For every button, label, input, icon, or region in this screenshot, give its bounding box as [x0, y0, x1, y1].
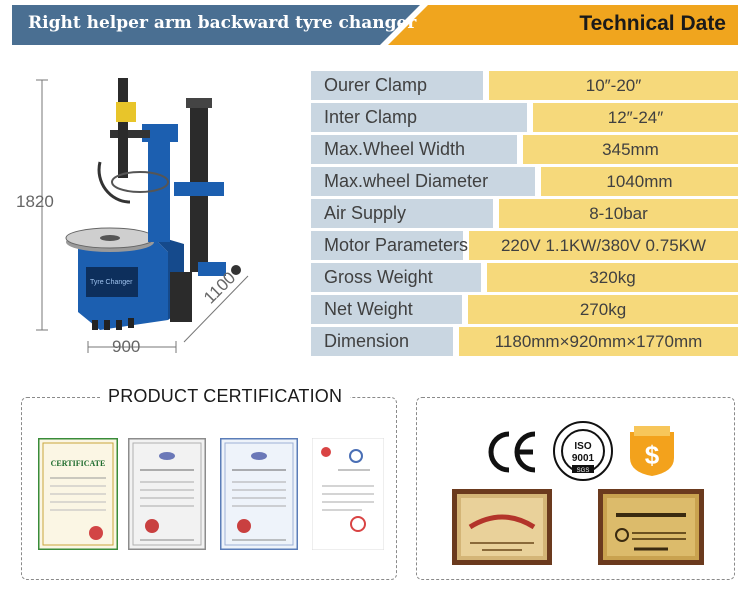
dollar-shield-logo: $	[626, 424, 678, 478]
innovation-enterprise-award-plaque	[452, 489, 552, 565]
svg-text:$: $	[645, 440, 660, 470]
ce-certificate-document: CERTIFICATE	[36, 436, 120, 552]
spec-row-motor-parameters: Motor Parameters 220V 1.1KW/380V 0.75KW	[311, 231, 738, 260]
tyre-changer-drawing: Tyre Changer	[36, 78, 249, 353]
header-section-title: Technical Date	[579, 12, 726, 35]
height-dimension-label: 1820	[16, 192, 54, 211]
spec-value: 8-10bar	[499, 199, 738, 228]
spec-value: 1040mm	[541, 167, 738, 196]
trade-association-member-plaque	[598, 489, 704, 565]
svg-text:9001: 9001	[572, 453, 595, 464]
ce-certificate-heading: CERTIFICATE	[51, 459, 106, 468]
svg-text:ISO: ISO	[574, 441, 591, 452]
spec-value: 220V 1.1KW/380V 0.75KW	[469, 231, 738, 260]
header-left-band	[12, 5, 420, 45]
tyre-changer-illustration: Tyre Changer	[0, 62, 300, 372]
depth-dimension-line	[183, 275, 249, 343]
spec-label: Motor Parameters	[311, 231, 468, 260]
spec-row-dimension: Dimension 1180mm×920mm×1770mm	[311, 327, 738, 356]
header-product-title: Right helper arm backward tyre changer	[28, 13, 417, 33]
inspection-report-document	[311, 437, 385, 551]
spec-value: 320kg	[487, 263, 738, 292]
spec-label: Inter Clamp	[311, 103, 527, 132]
spec-row-outer-clamp: Ourer Clamp 10″-20″	[311, 71, 738, 100]
spec-label: Ourer Clamp	[311, 71, 483, 100]
width-dimension-label: 900	[112, 337, 141, 356]
spec-label: Air Supply	[311, 199, 493, 228]
spec-row-max-wheel-width: Max.Wheel Width 345mm	[311, 135, 738, 164]
spec-row-gross-weight: Gross Weight 320kg	[311, 263, 738, 292]
spec-row-net-weight: Net Weight 270kg	[311, 295, 738, 324]
turntable	[65, 227, 155, 252]
spec-row-max-wheel-diameter: Max.wheel Diameter 1040mm	[311, 167, 738, 196]
spec-value: 345mm	[523, 135, 738, 164]
certification-title: PRODUCT CERTIFICATION	[100, 386, 351, 407]
spec-value: 12″-24″	[533, 103, 738, 132]
right-helper-arm	[170, 98, 241, 322]
spec-value: 1180mm×920mm×1770mm	[459, 327, 738, 356]
svg-text:Tyre Changer: Tyre Changer	[90, 279, 133, 286]
spec-value: 270kg	[468, 295, 738, 324]
tilt-column	[97, 78, 178, 242]
certification-logos-box	[416, 397, 735, 580]
quality-system-certificate-document	[218, 436, 300, 552]
iso-9001-sgs-logo: ISO 9001 SGS	[552, 420, 614, 482]
header-band: Right helper arm backward tyre changer T…	[12, 5, 738, 45]
svg-text:SGS: SGS	[577, 468, 590, 474]
header-band-shapes	[12, 5, 738, 45]
header-right-band	[388, 5, 738, 45]
spec-label: Max.wheel Diameter	[311, 167, 535, 196]
spec-row-inner-clamp: Inter Clamp 12″-24″	[311, 103, 738, 132]
spec-row-air-supply: Air Supply 8-10bar	[311, 199, 738, 228]
quality-system-certificate-document	[126, 436, 208, 552]
technical-data-table: Ourer Clamp 10″-20″ Inter Clamp 12″-24″ …	[311, 71, 738, 359]
spec-label: Gross Weight	[311, 263, 481, 292]
spec-label: Max.Wheel Width	[311, 135, 517, 164]
spec-label: Net Weight	[311, 295, 462, 324]
spec-value: 10″-20″	[489, 71, 738, 100]
spec-label: Dimension	[311, 327, 453, 356]
ce-mark-logo	[486, 428, 538, 476]
